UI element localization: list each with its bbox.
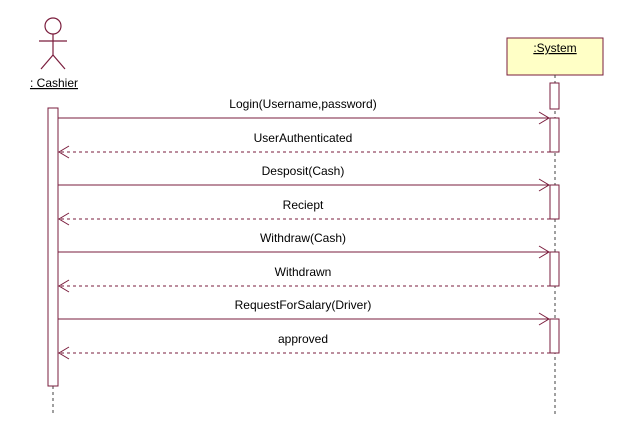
arrowhead-icon	[58, 212, 70, 226]
message-label: approved	[278, 332, 328, 346]
object-box	[506, 37, 604, 76]
message-1[interactable]: Login(Username,password)	[58, 97, 550, 125]
message-7[interactable]: RequestForSalary(Driver)	[58, 298, 550, 326]
message-4[interactable]: Reciept	[58, 198, 550, 226]
message-label: Withdraw(Cash)	[260, 231, 346, 245]
message-label: Reciept	[283, 198, 324, 212]
message-label: Desposit(Cash)	[262, 164, 345, 178]
system-activation-2	[549, 184, 560, 220]
arrowhead-icon	[58, 279, 70, 293]
arrowhead-icon	[58, 346, 70, 360]
actor-cashier[interactable]: : Cashier	[30, 17, 78, 90]
message-label: Login(Username,password)	[229, 97, 376, 111]
arrowhead-icon	[538, 178, 550, 192]
message-label: Withdrawn	[275, 265, 332, 279]
system-activation-4	[549, 318, 560, 354]
object-system[interactable]: :System	[506, 37, 604, 76]
arrowhead-icon	[538, 111, 550, 125]
cashier-activation	[47, 107, 59, 387]
message-3[interactable]: Desposit(Cash)	[58, 164, 550, 192]
message-label: UserAuthenticated	[254, 131, 353, 145]
message-5[interactable]: Withdraw(Cash)	[58, 231, 550, 259]
arrowhead-icon	[538, 312, 550, 326]
system-activation-1	[549, 117, 560, 153]
stick-figure-icon	[39, 17, 67, 70]
actor-label: : Cashier	[30, 76, 78, 90]
arrowhead-icon	[538, 245, 550, 259]
message-label: RequestForSalary(Driver)	[235, 298, 372, 312]
arrowhead-icon	[58, 145, 70, 159]
system-activation-3	[549, 251, 560, 287]
object-label: :System	[533, 41, 576, 55]
system-activation-initial	[549, 82, 560, 110]
message-6[interactable]: Withdrawn	[58, 265, 550, 293]
message-2[interactable]: UserAuthenticated	[58, 131, 550, 159]
message-8[interactable]: approved	[58, 332, 550, 360]
